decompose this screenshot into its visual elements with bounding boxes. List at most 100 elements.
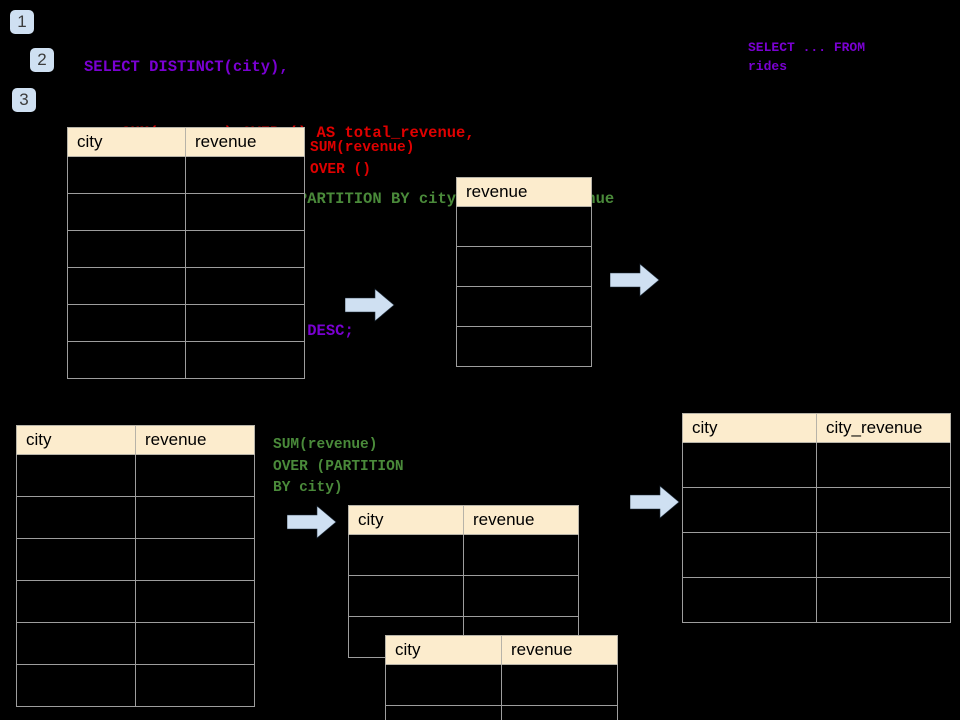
table-row bbox=[67, 341, 305, 379]
cell-city bbox=[348, 534, 464, 576]
cell-city bbox=[67, 193, 186, 231]
step-badge-2: 2 bbox=[30, 48, 54, 72]
table-rides-source-top: city revenue bbox=[67, 127, 305, 379]
table-row bbox=[682, 577, 951, 623]
cell-city-revenue bbox=[816, 532, 951, 578]
column-header-city-revenue: city_revenue bbox=[816, 413, 951, 443]
cell-revenue bbox=[463, 575, 579, 617]
cell-revenue bbox=[185, 304, 305, 342]
annotation-sum-over-partition: SUM(revenue) OVER (PARTITION BY city) bbox=[273, 437, 404, 496]
cell-revenue bbox=[185, 341, 305, 379]
cell-city bbox=[682, 532, 817, 578]
cell-revenue bbox=[185, 156, 305, 194]
table-row bbox=[682, 442, 951, 488]
cell-revenue bbox=[501, 705, 618, 720]
table-row bbox=[16, 580, 255, 623]
column-header-city: city bbox=[385, 635, 502, 665]
cell-city bbox=[16, 538, 136, 581]
cell-revenue bbox=[135, 664, 255, 707]
cell-city bbox=[67, 267, 186, 305]
cell-revenue bbox=[456, 206, 592, 247]
annotation-select-from-rides: SELECT ... FROM rides bbox=[748, 40, 866, 74]
column-header-city: city bbox=[682, 413, 817, 443]
table-row bbox=[67, 156, 305, 194]
table-row bbox=[16, 664, 255, 707]
flow-arrow-icon bbox=[286, 505, 337, 544]
column-header-revenue: revenue bbox=[501, 635, 618, 665]
cell-revenue bbox=[456, 286, 592, 327]
column-header-revenue: revenue bbox=[463, 505, 579, 535]
column-header-city: city bbox=[16, 425, 136, 455]
column-header-revenue: revenue bbox=[456, 177, 592, 207]
cell-revenue bbox=[185, 230, 305, 268]
table-rides-source-bottom: city revenue bbox=[16, 425, 255, 707]
table-header-row: city revenue bbox=[67, 127, 305, 157]
cell-city bbox=[67, 230, 186, 268]
annotation-sum-over-empty: SUM(revenue) OVER () bbox=[310, 140, 415, 178]
cell-city bbox=[67, 156, 186, 194]
table-row bbox=[682, 487, 951, 533]
cell-revenue bbox=[463, 534, 579, 576]
flow-arrow-icon bbox=[609, 263, 660, 302]
table-row bbox=[67, 267, 305, 305]
column-header-revenue: revenue bbox=[185, 127, 305, 157]
table-row bbox=[16, 622, 255, 665]
cell-city bbox=[16, 454, 136, 497]
table-partition-back: city revenue bbox=[348, 505, 579, 658]
table-row bbox=[16, 496, 255, 539]
table-row bbox=[385, 664, 618, 706]
table-row bbox=[67, 304, 305, 342]
table-row bbox=[348, 575, 579, 617]
cell-city bbox=[16, 496, 136, 539]
cell-revenue bbox=[185, 193, 305, 231]
table-header-row: city revenue bbox=[16, 425, 255, 455]
table-row bbox=[67, 230, 305, 268]
cell-city bbox=[348, 575, 464, 617]
cell-city bbox=[682, 442, 817, 488]
table-header-row: city city_revenue bbox=[682, 413, 951, 443]
table-row bbox=[348, 534, 579, 576]
cell-city bbox=[385, 664, 502, 706]
cell-city-revenue bbox=[816, 487, 951, 533]
table-final-result: city city_revenue bbox=[682, 413, 951, 623]
cell-city bbox=[682, 487, 817, 533]
table-header-row: city revenue bbox=[385, 635, 618, 665]
table-total-revenue: revenue bbox=[456, 177, 592, 367]
table-row bbox=[385, 705, 618, 720]
table-row bbox=[456, 326, 592, 367]
cell-city bbox=[16, 622, 136, 665]
table-row bbox=[456, 206, 592, 247]
cell-city bbox=[385, 705, 502, 720]
step-badge-3: 3 bbox=[12, 88, 36, 112]
flow-arrow-icon bbox=[629, 485, 680, 524]
cell-city bbox=[16, 580, 136, 623]
cell-city-revenue bbox=[816, 577, 951, 623]
cell-revenue bbox=[135, 454, 255, 497]
cell-revenue bbox=[135, 496, 255, 539]
table-header-row: revenue bbox=[456, 177, 592, 207]
table-row bbox=[456, 246, 592, 287]
step-badge-1: 1 bbox=[10, 10, 34, 34]
cell-city-revenue bbox=[816, 442, 951, 488]
table-row bbox=[16, 454, 255, 497]
cell-city bbox=[67, 341, 186, 379]
cell-revenue bbox=[135, 580, 255, 623]
flow-arrow-icon bbox=[344, 288, 395, 327]
cell-revenue bbox=[456, 326, 592, 367]
cell-revenue bbox=[501, 664, 618, 706]
cell-revenue bbox=[456, 246, 592, 287]
table-row bbox=[67, 193, 305, 231]
cell-revenue bbox=[135, 622, 255, 665]
column-header-city: city bbox=[348, 505, 464, 535]
cell-city bbox=[67, 304, 186, 342]
column-header-revenue: revenue bbox=[135, 425, 255, 455]
column-header-city: city bbox=[67, 127, 186, 157]
cell-revenue bbox=[135, 538, 255, 581]
cell-revenue bbox=[185, 267, 305, 305]
sql-line-select: SELECT DISTINCT(city), bbox=[84, 58, 289, 76]
table-row bbox=[456, 286, 592, 327]
table-partition-front: city revenue bbox=[385, 635, 618, 720]
table-row bbox=[682, 532, 951, 578]
table-header-row: city revenue bbox=[348, 505, 579, 535]
